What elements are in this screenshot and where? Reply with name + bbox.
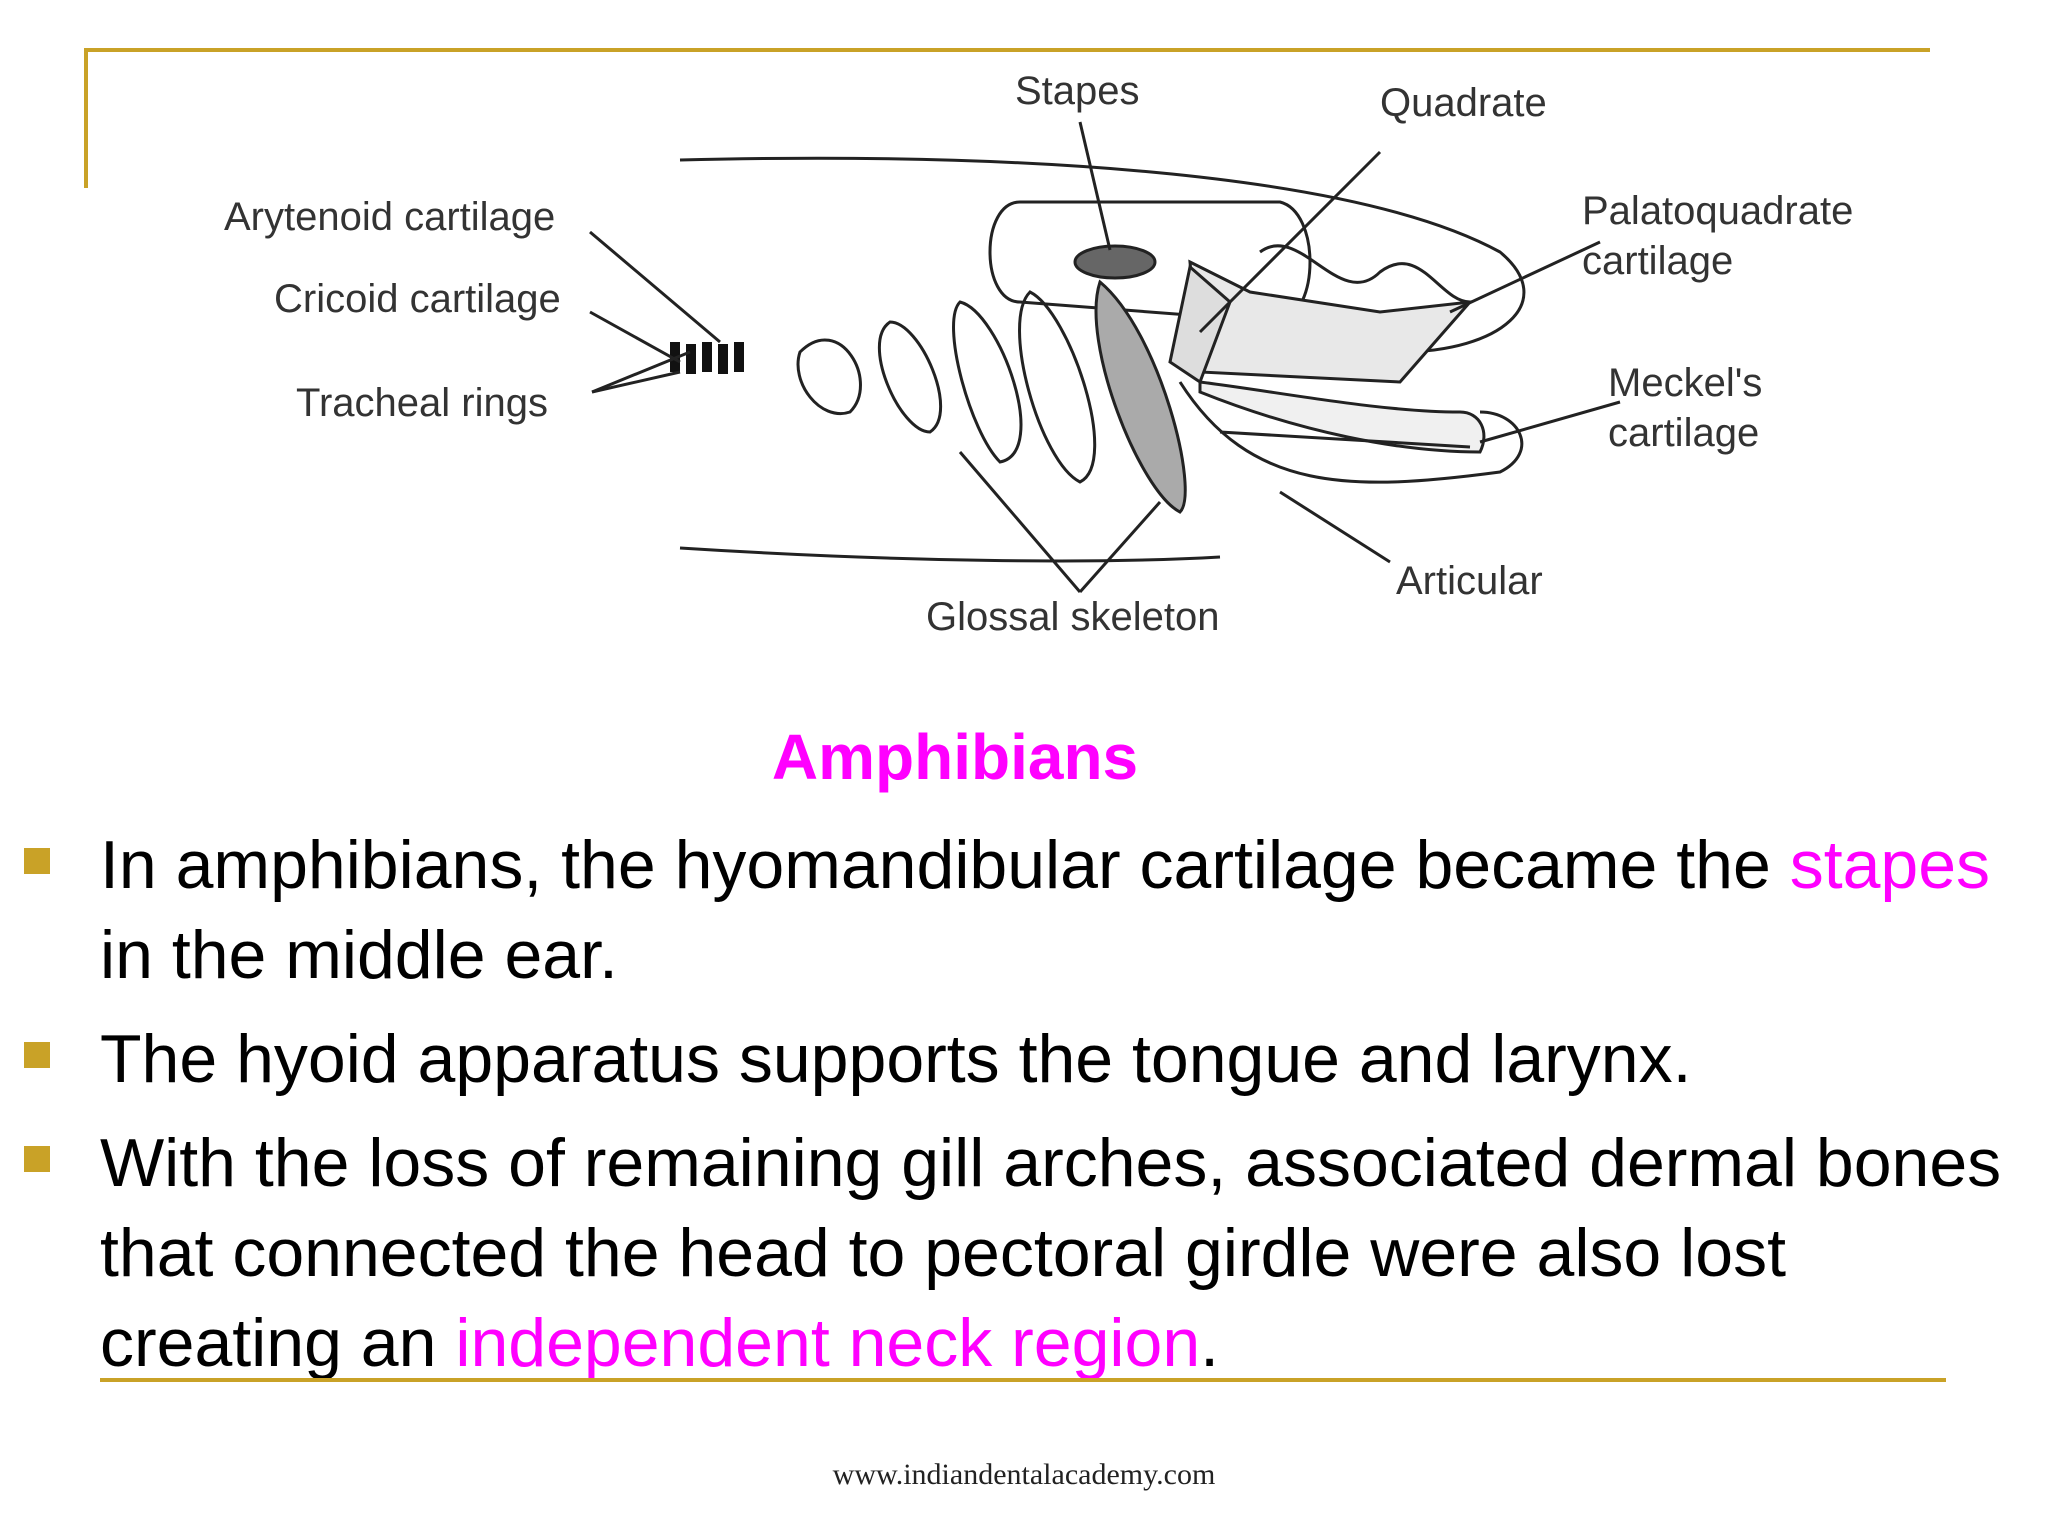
bullet-text: In amphibians, the hyomandibular cartila… <box>100 827 1790 903</box>
label-quadrate: Quadrate <box>1380 81 1547 125</box>
bullet-square-icon <box>24 848 50 874</box>
label-palatoquadrate-2: cartilage <box>1582 239 1733 283</box>
frame-top-rule <box>84 48 1930 52</box>
leader-tracheal-a <box>591 370 681 394</box>
label-meckels-1: Meckel's <box>1608 361 1762 405</box>
tracheal-rings <box>670 342 744 374</box>
bullet-square-icon <box>24 1146 50 1172</box>
meckels-shape <box>1198 380 1486 454</box>
frame-bottom-rule <box>100 1378 1946 1382</box>
arch-3 <box>952 300 1023 464</box>
arch-5 <box>1094 279 1187 514</box>
leader-quadrate <box>1198 150 1382 334</box>
arch-4 <box>1018 290 1097 484</box>
bullet-text: The hyoid apparatus supports the tongue … <box>100 1021 1692 1097</box>
leader-stapes <box>1078 121 1112 251</box>
bullet-text: . <box>1200 1305 1220 1381</box>
bullet-square-icon <box>24 1042 50 1068</box>
leader-arytenoid <box>589 230 721 344</box>
leader-glossal-b <box>1078 501 1162 593</box>
head-outline-bottom <box>679 546 1221 563</box>
arch-1 <box>796 338 862 416</box>
bullet-text: With the loss of remaining gill arches, … <box>100 1125 2002 1381</box>
leader-glossal-a <box>958 451 1082 593</box>
label-tracheal: Tracheal rings <box>296 381 548 425</box>
label-cricoid: Cricoid cartilage <box>274 277 561 321</box>
bullet-item: The hyoid apparatus supports the tongue … <box>20 1014 2030 1104</box>
skull-diagram: Stapes Quadrate Arytenoid cartilage Cric… <box>224 69 1853 639</box>
head-outline-top <box>679 156 1526 354</box>
bullet-list: In amphibians, the hyomandibular cartila… <box>20 820 2030 1402</box>
bullet-item: In amphibians, the hyomandibular cartila… <box>20 820 2030 1000</box>
stapes-shape <box>1073 244 1157 280</box>
label-glossal: Glossal skeleton <box>926 595 1219 639</box>
leader-palatoquadrate <box>1449 240 1601 314</box>
leader-cricoid <box>589 310 681 364</box>
bullet-text: in the middle ear. <box>100 917 618 993</box>
highlight-text: independent neck region <box>455 1305 1201 1381</box>
footer-url: www.indiandentalacademy.com <box>832 1458 1216 1491</box>
leader-meckels <box>1479 400 1621 444</box>
arch-2 <box>877 320 943 434</box>
leader-articular <box>1279 490 1391 564</box>
leader-tracheal-b <box>591 350 691 394</box>
label-stapes: Stapes <box>1015 69 1140 113</box>
slide-title: Amphibians <box>771 721 1139 793</box>
palatoquadrate-shape <box>1188 259 1474 384</box>
highlight-text: stapes <box>1789 827 1991 903</box>
frame-left-rule <box>84 48 88 188</box>
label-meckels-2: cartilage <box>1608 411 1759 455</box>
label-arytenoid: Arytenoid cartilage <box>224 195 555 239</box>
label-articular: Articular <box>1396 559 1543 603</box>
lower-jaw <box>1178 381 1524 484</box>
label-palatoquadrate-1: Palatoquadrate <box>1582 189 1853 233</box>
bullet-item: With the loss of remaining gill arches, … <box>20 1118 2030 1388</box>
